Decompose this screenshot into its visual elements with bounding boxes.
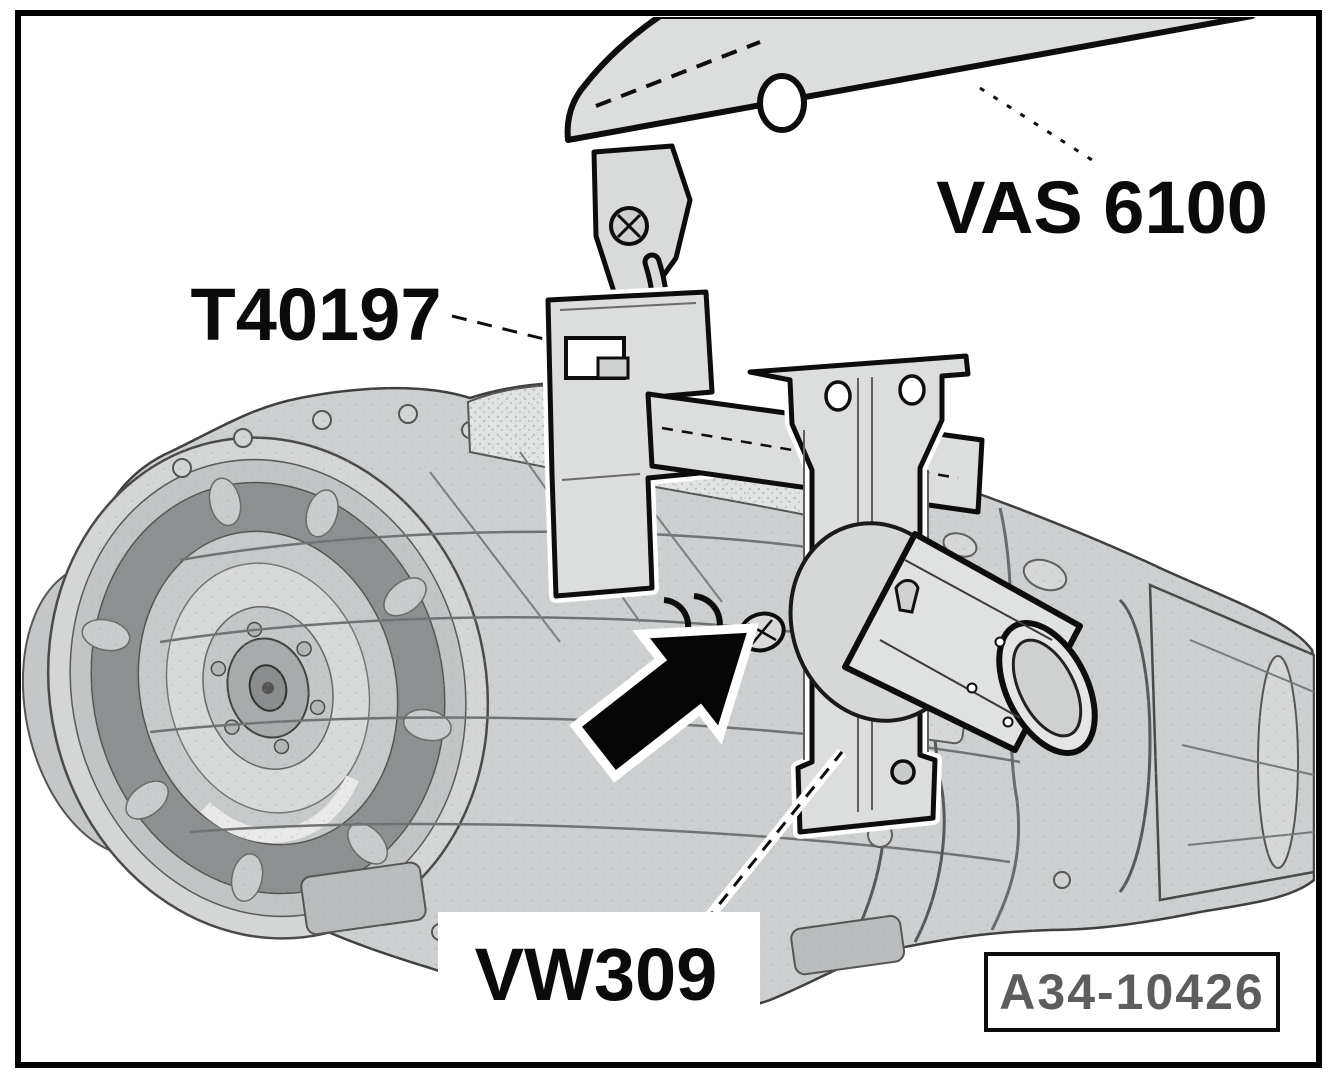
leader-vw309-casing — [700, 748, 847, 926]
boom-chamfer-line — [595, 40, 761, 108]
leader-vas6100 — [979, 86, 1093, 162]
vw309-label: VW309 — [475, 933, 718, 1016]
leader-t40197 — [451, 314, 549, 342]
t40197-label: T40197 — [191, 273, 442, 356]
labels: T40197 VAS 6100 VW309 — [191, 166, 1268, 1061]
figure-reference-box: A34-10426 — [984, 952, 1280, 1032]
engine-crane-boom — [564, 17, 1255, 143]
leader-lines — [451, 86, 1093, 926]
vas-6100-label: VAS 6100 — [936, 166, 1268, 249]
support-pin-cylinder — [788, 521, 1098, 756]
illustration-frame — [15, 10, 1322, 1068]
boom-hole — [757, 73, 807, 133]
plate-hole-left — [824, 380, 852, 412]
callout-arrow-icon — [569, 623, 760, 783]
figure-reference-text: A34-10426 — [999, 964, 1264, 1020]
plate-foot-bolt — [890, 759, 916, 785]
vw309-label-box — [438, 912, 760, 1061]
plate-hole-right — [898, 374, 926, 406]
cylinder-pin — [894, 579, 920, 614]
